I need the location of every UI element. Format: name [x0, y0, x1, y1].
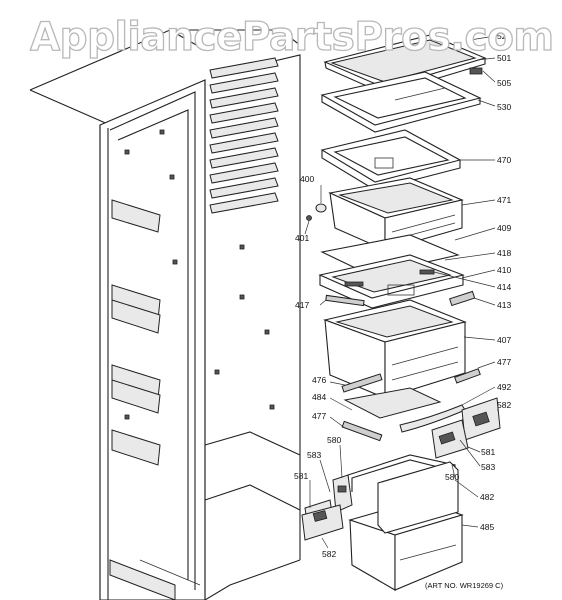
- part-label-583-right: 583: [481, 462, 495, 472]
- part-label-580-right: 580: [445, 472, 459, 482]
- part-label-525: 525: [497, 31, 511, 41]
- part-label-482: 482: [480, 492, 494, 502]
- part-label-477-left: 477: [312, 411, 326, 421]
- part-label-583-left: 583: [307, 450, 321, 460]
- part-label-417: 417: [295, 300, 309, 310]
- crisper-cover-assembly: [318, 254, 476, 309]
- watermark: AppliancePartsPros.com: [30, 15, 554, 60]
- drawer-rails: [341, 368, 481, 442]
- part-label-409: 409: [497, 223, 511, 233]
- callout-leaders: [304, 35, 498, 549]
- pan-cover: [343, 387, 466, 433]
- part-label-530: 530: [497, 102, 511, 112]
- part-label-581-left: 581: [294, 471, 308, 481]
- part-label-410: 410: [497, 265, 511, 275]
- part-label-580-left: 580: [327, 435, 341, 445]
- part-label-400: 400: [300, 174, 314, 184]
- part-label-413: 413: [497, 300, 511, 310]
- part-label-401: 401: [295, 233, 309, 243]
- part-label-492: 492: [497, 382, 511, 392]
- small-fasteners: [306, 203, 327, 221]
- part-label-407: 407: [497, 335, 511, 345]
- part-label-414: 414: [497, 282, 511, 292]
- part-label-582-left: 582: [322, 549, 336, 559]
- door-bins: [111, 199, 161, 466]
- left-bin-brackets: [301, 499, 344, 541]
- top-glass-shelf: [323, 34, 487, 95]
- part-label-476: 476: [312, 375, 326, 385]
- part-label-581-right: 581: [481, 447, 495, 457]
- pan-cover-frame: [320, 129, 462, 191]
- art-number: (ART NO. WR19269 C): [425, 581, 504, 590]
- part-label-477-right: 477: [497, 357, 511, 367]
- part-label-485: 485: [480, 522, 494, 532]
- shelf-frame: [320, 71, 482, 133]
- part-label-484: 484: [312, 392, 326, 402]
- part-label-505: 505: [497, 78, 511, 88]
- shelf-rails: [209, 57, 279, 214]
- part-number-labels: 525 501 505 530 470 400 471 401 409 418 …: [294, 31, 511, 559]
- refrigerator-cabinet: [29, 29, 301, 600]
- part-label-471: 471: [497, 195, 511, 205]
- part-label-501: 501: [497, 53, 511, 63]
- part-label-582-right: 582: [497, 400, 511, 410]
- door-liner-holes: [124, 129, 275, 420]
- crisper-drawer: [323, 299, 467, 399]
- part-label-418: 418: [497, 248, 511, 258]
- bottom-bin: [348, 461, 464, 591]
- right-bin-brackets: [431, 397, 501, 459]
- part-label-470: 470: [497, 155, 511, 165]
